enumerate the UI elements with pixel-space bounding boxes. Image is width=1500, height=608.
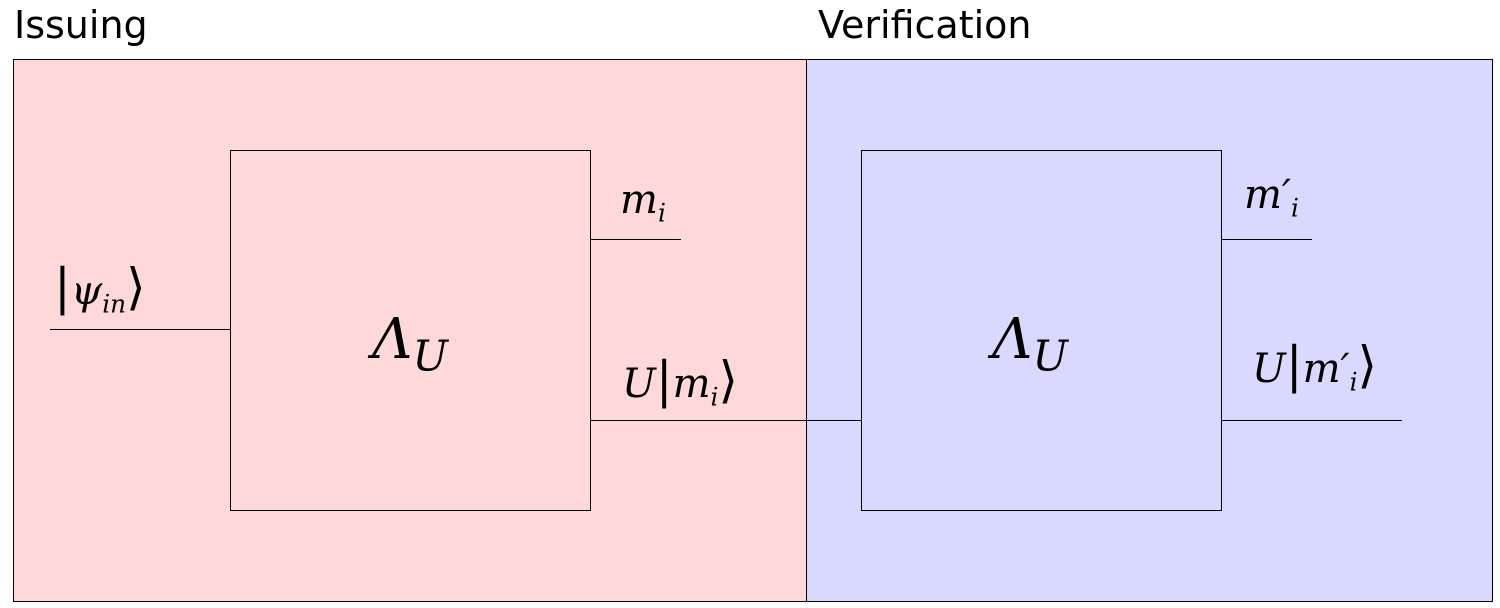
issuing-operator-box [230, 150, 591, 511]
input-state-label: |ψin⟩ [54, 258, 146, 319]
issuing-input-wire [50, 329, 230, 330]
verification-outcome-label: m′i [1244, 172, 1299, 223]
verification-panel [806, 59, 1493, 602]
verification-operator-box [861, 150, 1222, 511]
transfer-wire [591, 420, 861, 421]
measurement-outcome-label: mi [620, 177, 666, 228]
verification-classical-output-wire [1222, 239, 1312, 240]
issuing-panel [13, 59, 808, 602]
issued-state-label: U|mi⟩ [622, 351, 738, 412]
verification-quantum-output-wire [1222, 420, 1402, 421]
verified-state-label: U|m′i⟩ [1252, 336, 1378, 397]
verification-title: Verification [818, 3, 1032, 47]
issuing-operator-label: ΛU [372, 307, 448, 381]
issuing-title: Issuing [14, 3, 148, 47]
issuing-classical-output-wire [591, 239, 681, 240]
verification-operator-label: ΛU [992, 307, 1068, 381]
